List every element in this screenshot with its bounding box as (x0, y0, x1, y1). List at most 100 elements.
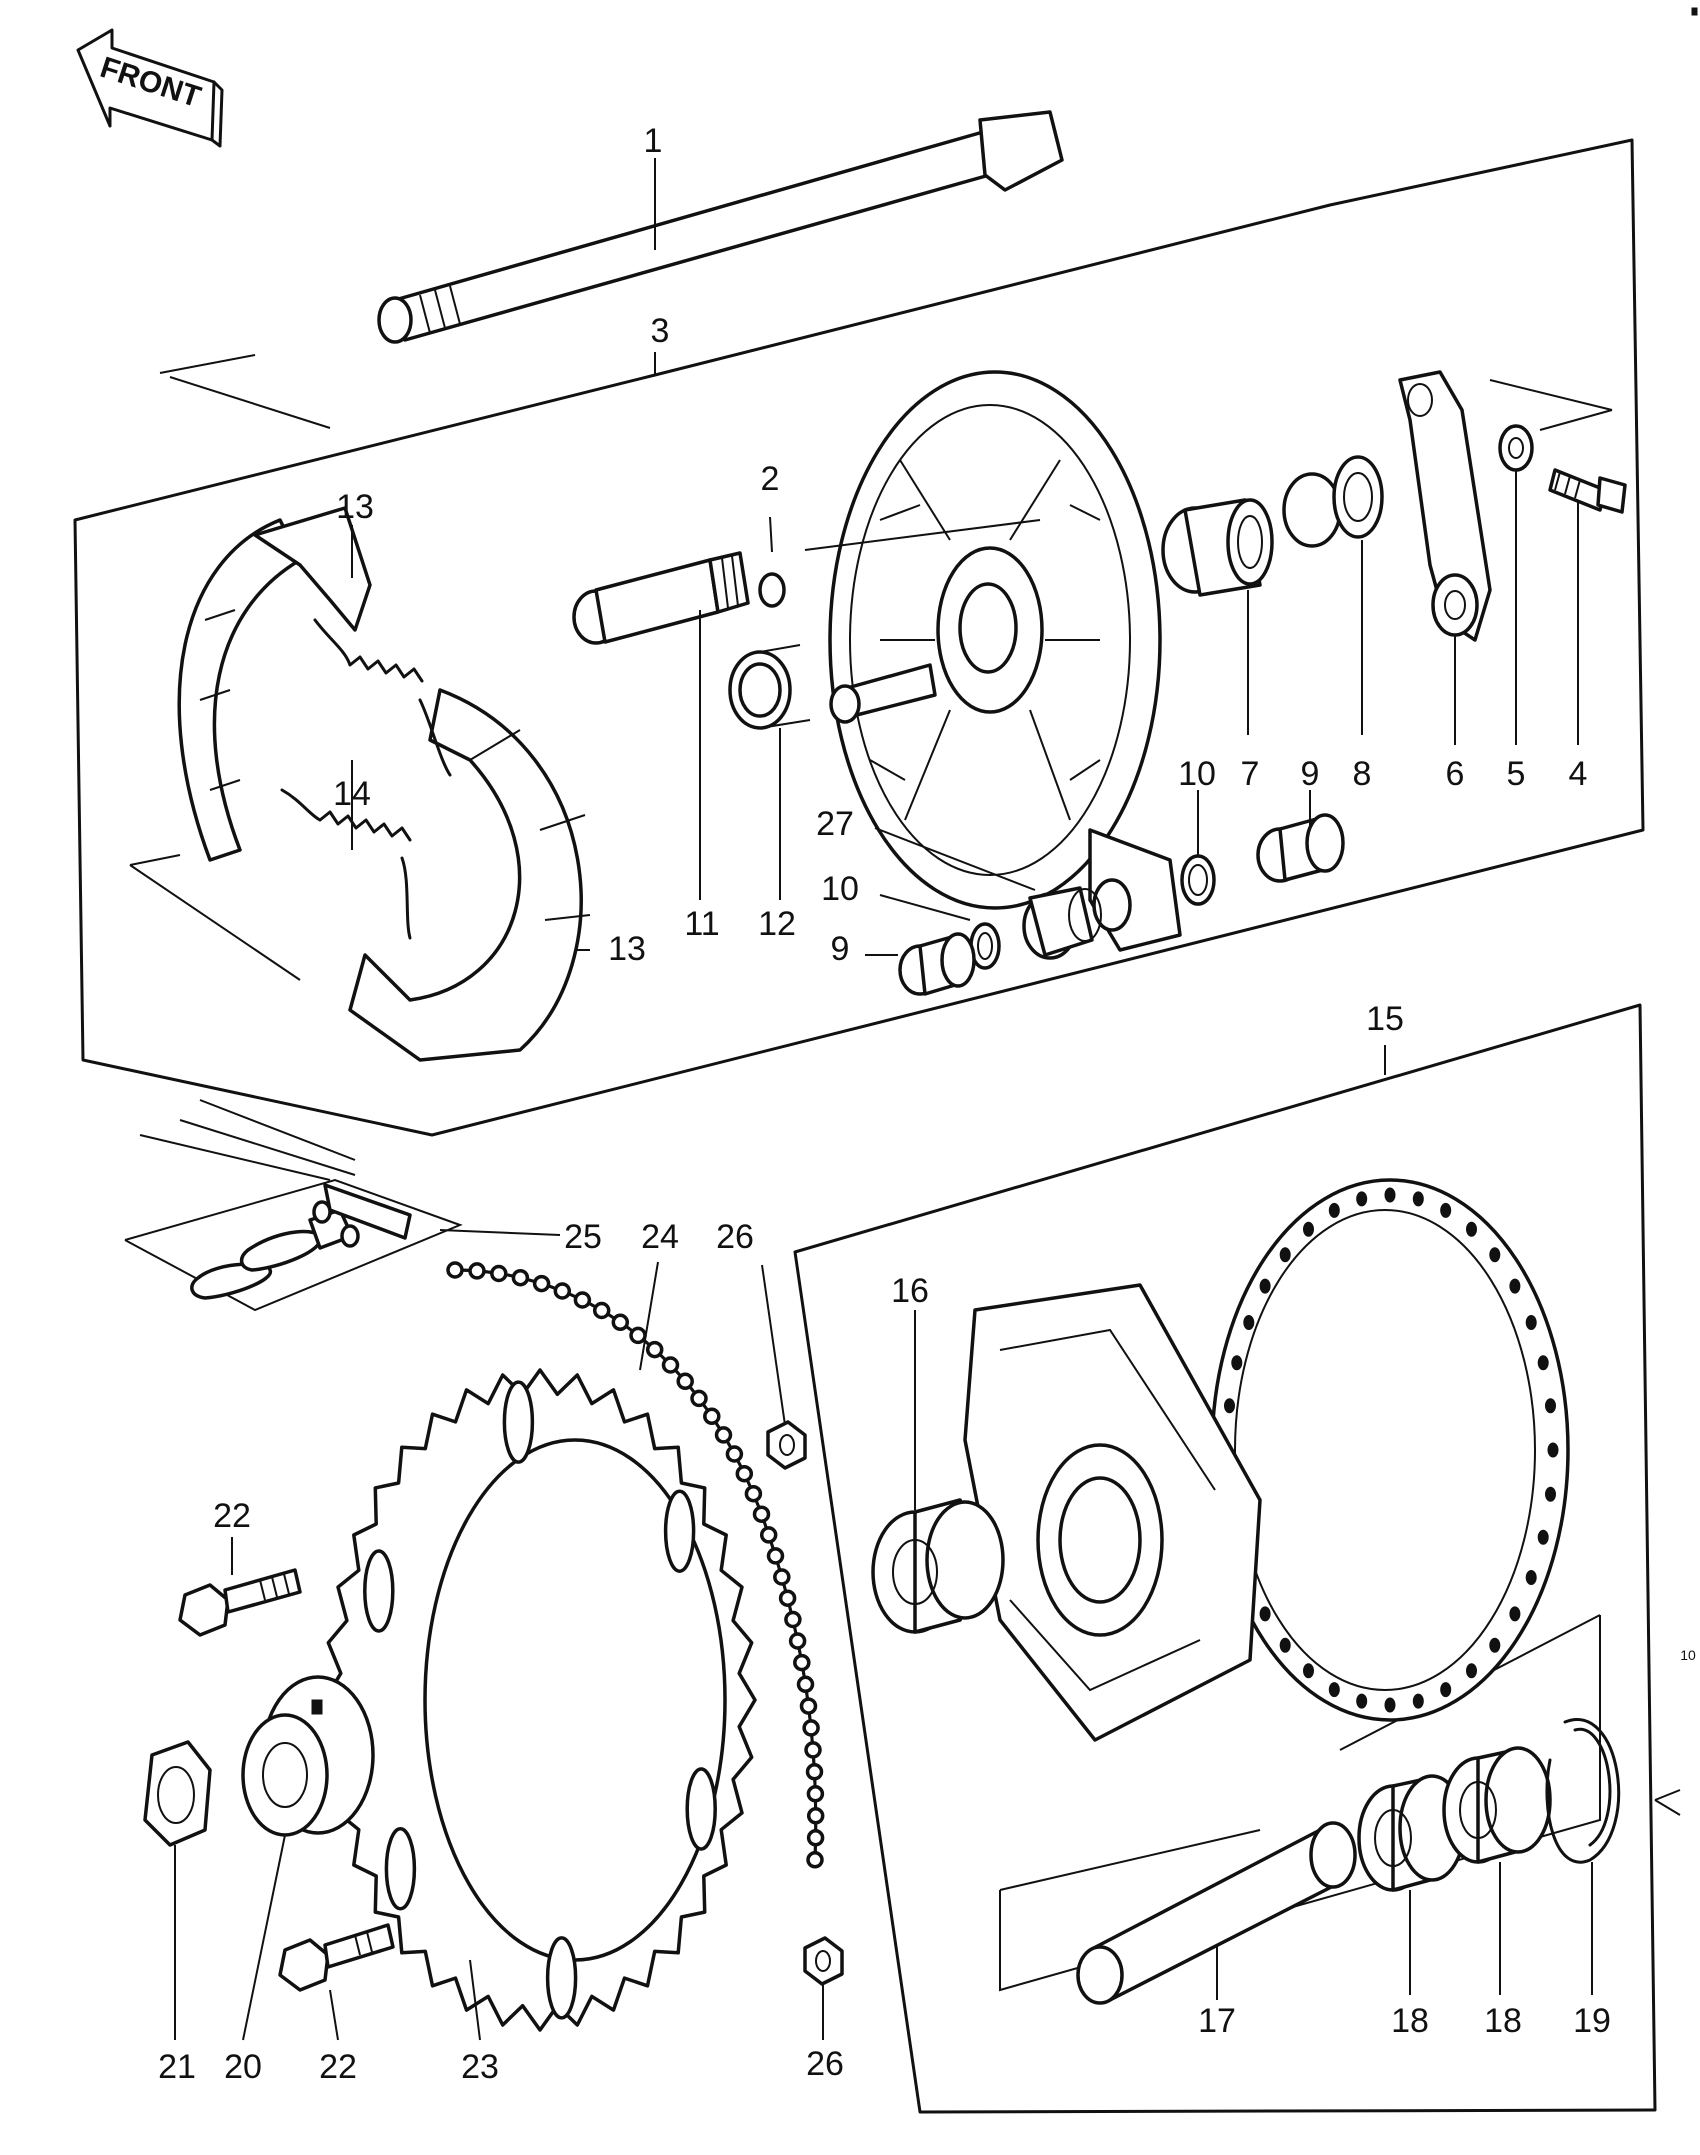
callout-22-upper: 22 (213, 1497, 251, 1535)
brake-shoe-lower (348, 688, 591, 1062)
spoke-hole (1489, 1637, 1501, 1653)
spoke-hole (1466, 1221, 1477, 1237)
chain-roller (788, 1632, 807, 1650)
torque-link-needle-bearing (1022, 886, 1102, 960)
chain-roller (592, 1301, 611, 1320)
sprocket-nut-upper (766, 1420, 807, 1470)
spoke-hole (1259, 1606, 1271, 1622)
callout-25: 25 (564, 1218, 602, 1256)
chain-roller (714, 1426, 733, 1444)
callout-1: 1 (644, 122, 663, 160)
callout-8: 8 (1353, 755, 1372, 793)
panel-collar (1282, 455, 1384, 548)
axle-nut (143, 1740, 212, 1847)
chain-roller (744, 1484, 763, 1503)
chain-roller (806, 1851, 824, 1869)
chain-roller (759, 1526, 778, 1544)
sprocket-bolt-lower (278, 1923, 395, 1992)
spoke-hole (1545, 1398, 1556, 1414)
spoke-hole (1279, 1247, 1291, 1263)
rear-wheel-hub (963, 1178, 1570, 1742)
spoke-hole (1231, 1355, 1243, 1371)
callout-9-upper: 9 (1301, 755, 1320, 793)
callout-10-lower: 10 (821, 870, 859, 908)
hub-bearing-left (871, 1498, 1005, 1634)
chain-roller (645, 1340, 664, 1359)
spoke-hole (1489, 1247, 1501, 1263)
spoke-hole (1547, 1442, 1559, 1458)
rear-axle (377, 110, 1064, 344)
callout-23: 23 (461, 2048, 499, 2086)
hub-bearing-right-outer (1442, 1746, 1552, 1864)
sprocket-lightening-hole (545, 1936, 578, 2020)
callout-12: 12 (758, 905, 796, 943)
sprocket-lightening-hole (663, 1489, 696, 1573)
chain-roller (752, 1505, 771, 1523)
callout-27: 27 (816, 805, 854, 843)
sprocket-lightening-hole (384, 1827, 417, 1911)
callout-15: 15 (1366, 1000, 1404, 1038)
chain-roller (511, 1268, 530, 1287)
spoke-hole (1525, 1315, 1537, 1330)
callout-13-upper: 13 (336, 488, 374, 526)
spoke-hole (1440, 1202, 1452, 1218)
chain-roller (725, 1445, 744, 1463)
chain-roller (611, 1313, 630, 1332)
callout-10-upper: 10 (1178, 755, 1216, 793)
callout-24: 24 (641, 1218, 679, 1256)
spoke-hole (1440, 1682, 1452, 1698)
chain-roller (676, 1372, 694, 1391)
rear-sprocket (323, 1368, 757, 2032)
spoke-hole (1384, 1697, 1396, 1713)
chain-roller (805, 1763, 824, 1781)
chain-roller (806, 1785, 825, 1803)
camshaft-seal (728, 644, 811, 730)
callout-7: 7 (1241, 755, 1260, 793)
callout-18-inner: 18 (1391, 2002, 1429, 2040)
callout-6: 6 (1446, 755, 1465, 793)
hub-circlip (1545, 1718, 1621, 1864)
spoke-hole (1525, 1570, 1537, 1585)
callout-22-lower: 22 (319, 2048, 357, 2086)
side-mark: 10 (1680, 1647, 1696, 1663)
chain-roller (773, 1568, 791, 1586)
callout-3: 3 (651, 312, 670, 350)
chain-roller (490, 1264, 508, 1283)
torque-link-collar-upper (1256, 813, 1345, 883)
callout-labels: 1 3 13 2 14 11 12 13 10 7 9 8 6 5 4 27 1… (158, 122, 1611, 2086)
chain-roller (778, 1589, 797, 1607)
spoke-hole (1356, 1693, 1368, 1709)
spoke-hole (1224, 1398, 1235, 1414)
callout-26-lower: 26 (806, 2045, 844, 2083)
brake-camshaft (572, 551, 786, 645)
chain-roller (804, 1741, 822, 1759)
sprocket-lightening-hole (685, 1767, 717, 1851)
chain-roller (661, 1356, 680, 1374)
leader-lines (174, 158, 1593, 2041)
callout-14: 14 (333, 775, 371, 813)
chain-roller (806, 1807, 825, 1825)
callout-11: 11 (684, 905, 719, 943)
chain-roller (796, 1675, 815, 1694)
chain-roller (799, 1697, 818, 1715)
callout-19: 19 (1573, 2002, 1611, 2040)
chain-roller (735, 1464, 754, 1483)
brake-panel-group-outline (73, 138, 1645, 1137)
spoke-hole (1243, 1315, 1255, 1330)
spoke-hole (1537, 1355, 1549, 1371)
spoke-hole (1259, 1278, 1271, 1294)
callout-9-lower: 9 (831, 930, 850, 968)
chain-roller (766, 1547, 785, 1565)
torque-link-collar-lower (898, 932, 976, 996)
spoke-hole (1328, 1202, 1340, 1218)
callout-20: 20 (224, 2048, 262, 2086)
spoke-hole (1509, 1278, 1521, 1294)
lever-bolt (1548, 468, 1627, 514)
brake-shoe-upper (177, 506, 372, 862)
chain-roller (802, 1719, 820, 1737)
chain-roller (553, 1282, 572, 1300)
spoke-hole (1412, 1693, 1424, 1709)
sprocket-holes (363, 1380, 717, 2020)
hub-axle-sleeve (1076, 1821, 1357, 2005)
